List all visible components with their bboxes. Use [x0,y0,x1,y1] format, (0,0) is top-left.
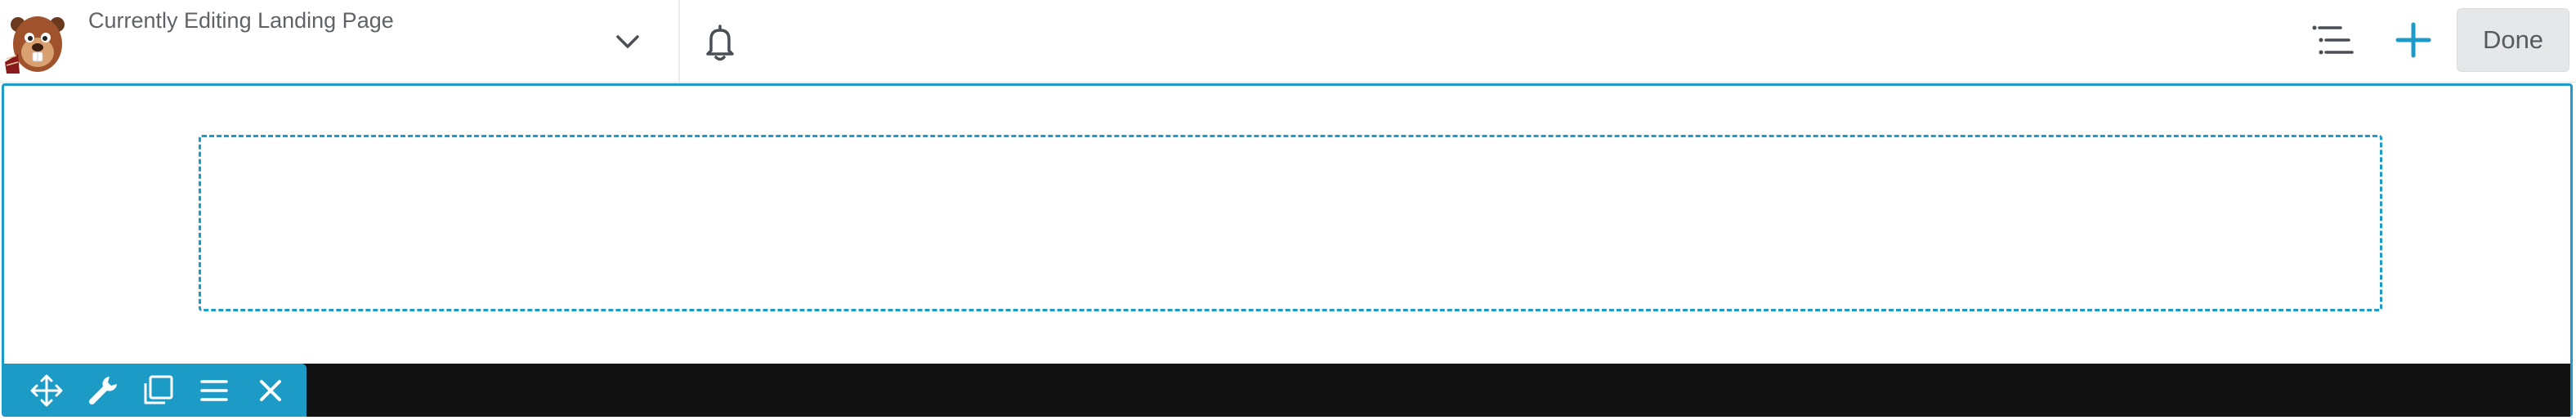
top-bar: Currently Editing Landing Page Done [0,0,2576,83]
close-icon[interactable] [253,373,288,408]
done-button[interactable]: Done [2457,8,2569,72]
wrench-icon[interactable] [85,373,119,408]
beaver-logo-icon [2,5,75,78]
move-icon[interactable] [29,373,64,408]
duplicate-icon[interactable] [141,373,175,408]
add-content-plus-icon[interactable] [2395,21,2432,59]
header-divider [678,0,680,82]
empty-module-placeholder[interactable] [199,135,2382,311]
menu-icon[interactable] [197,373,231,408]
row-toolbar [4,364,306,417]
page-title: Currently Editing Landing Page [88,8,394,33]
editing-canvas [2,83,2573,417]
outline-list-icon[interactable] [2310,21,2355,59]
row-overlay-bar [4,364,2570,417]
page-menu-chevron-down-icon[interactable] [611,28,644,56]
bell-icon[interactable] [701,23,739,62]
